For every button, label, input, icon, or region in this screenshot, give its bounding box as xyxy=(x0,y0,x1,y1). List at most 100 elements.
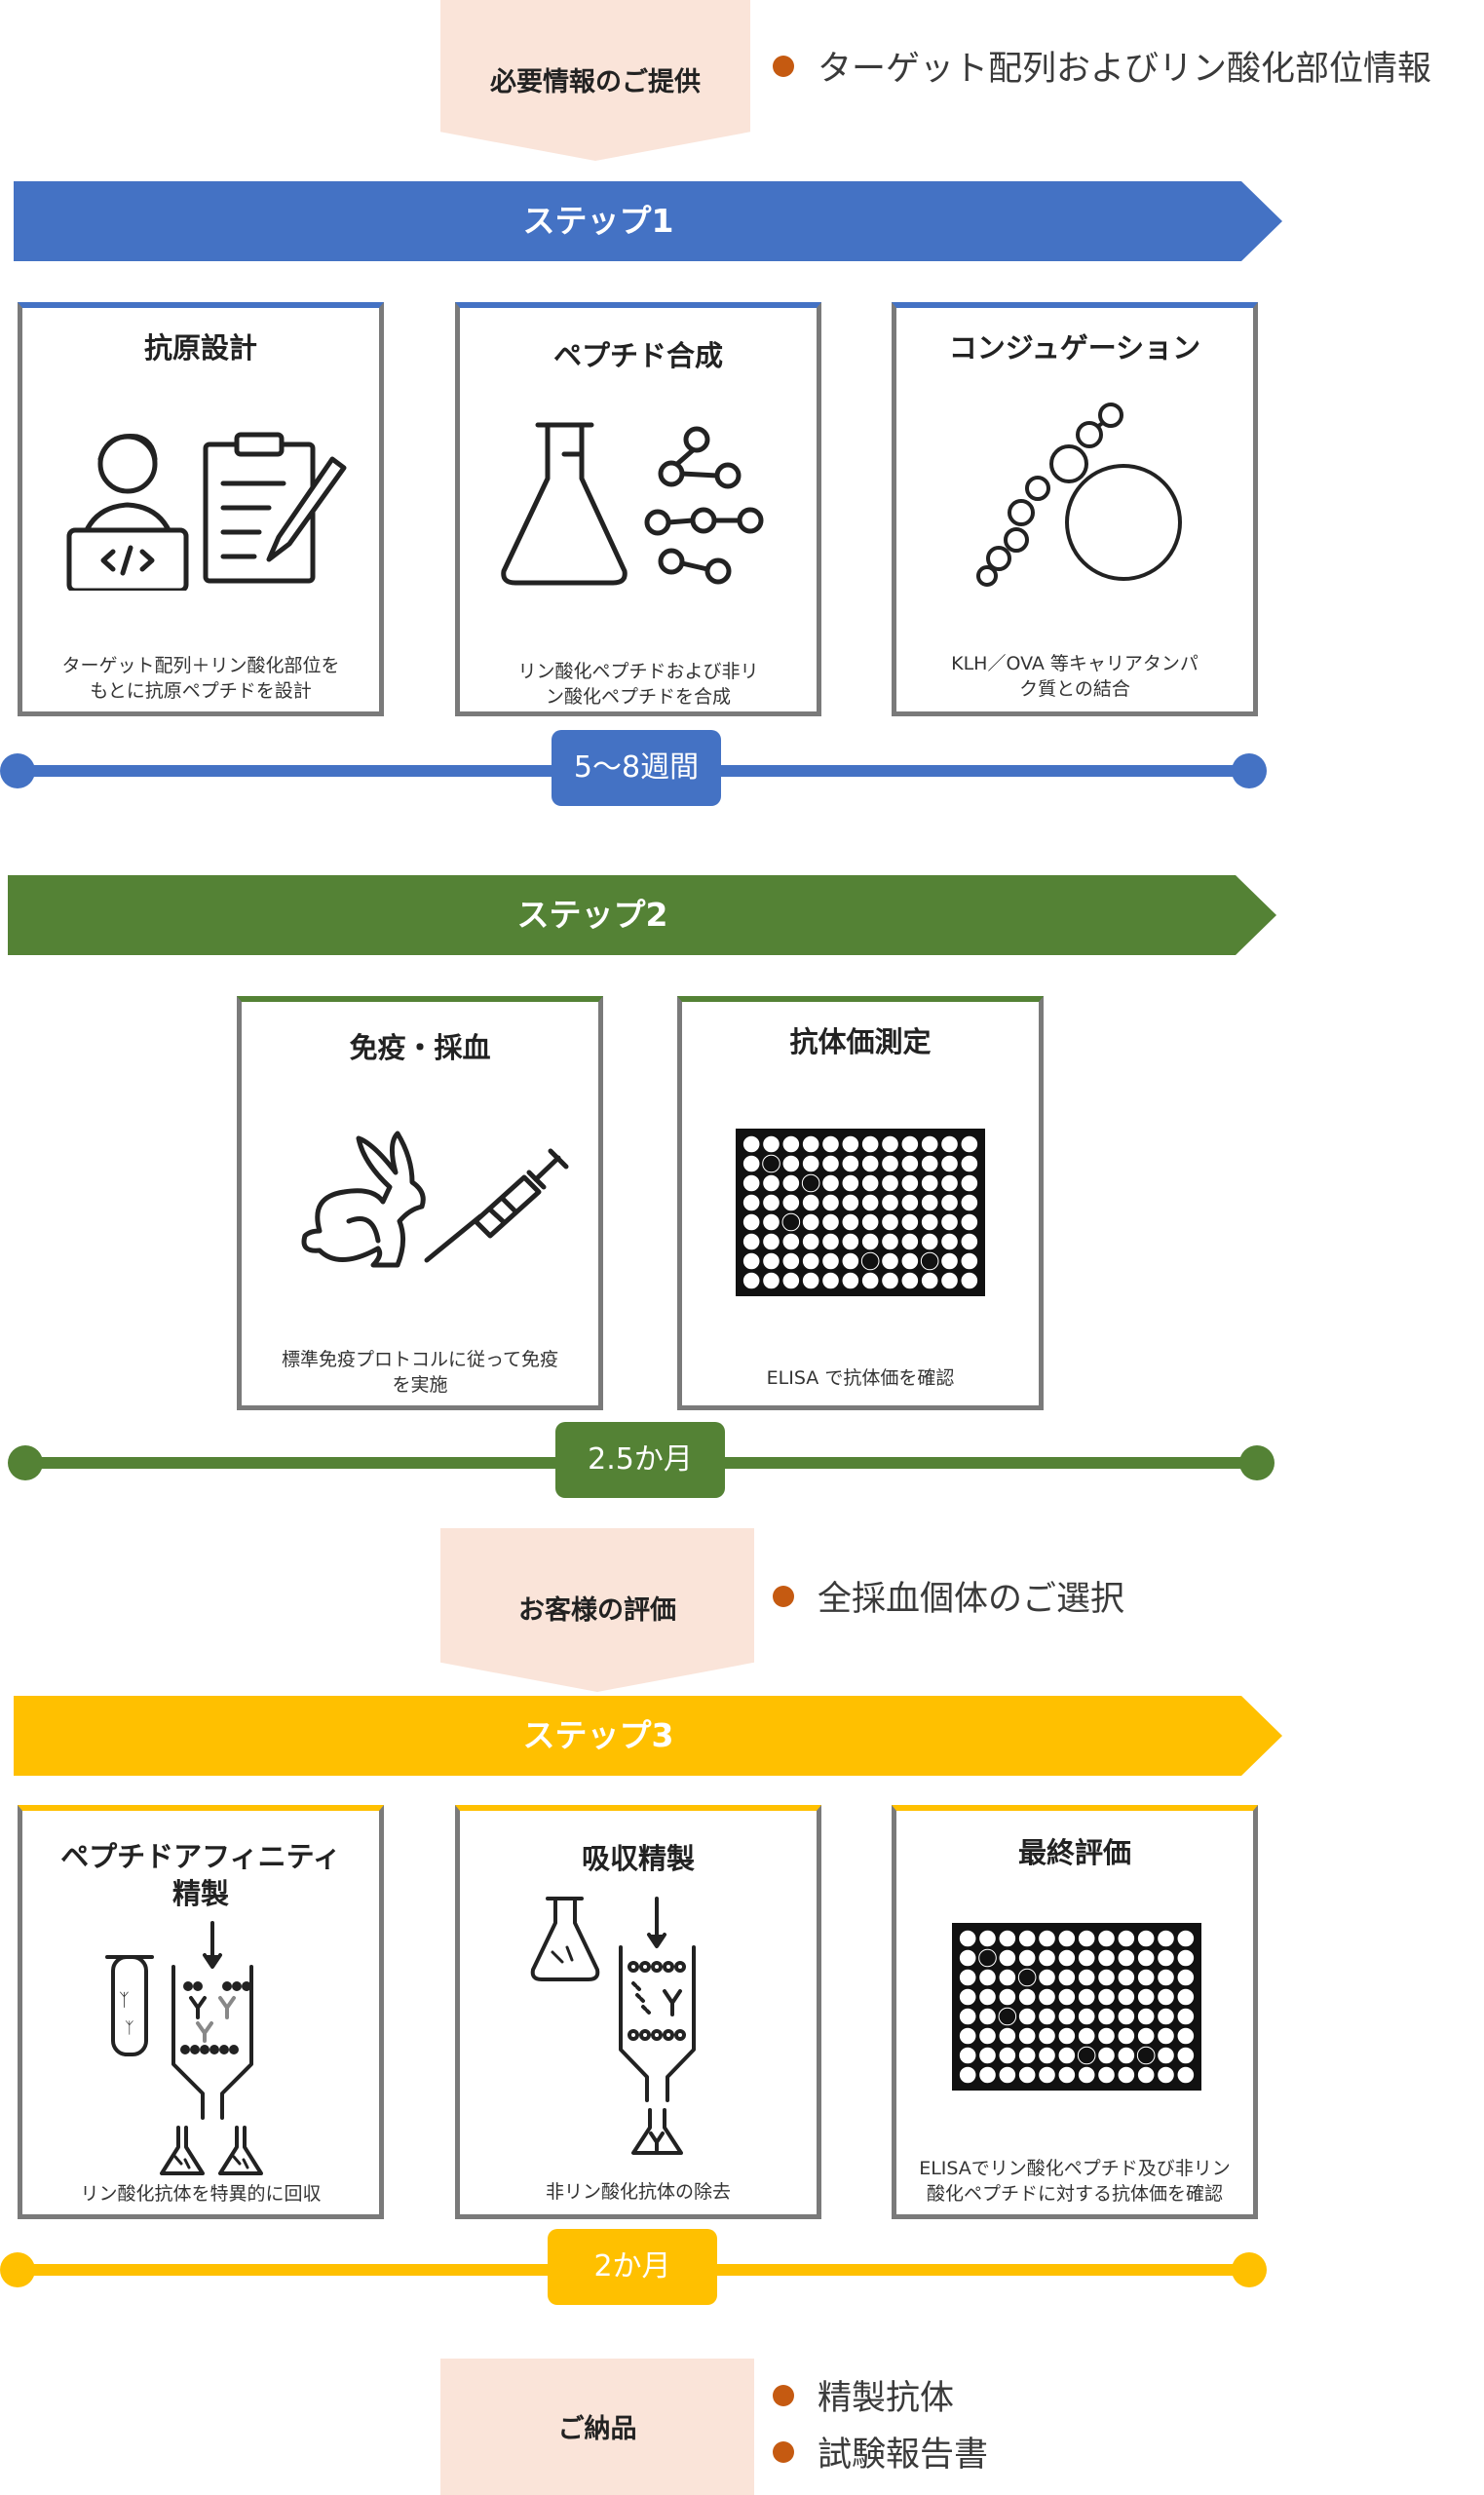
plate-well xyxy=(1057,1929,1077,1948)
step1-banner: ステップ1 xyxy=(14,181,1282,261)
card-immunization: 免疫・採血 標準免疫プロトコルに従って免疫 を実施 xyxy=(237,996,603,1410)
card-desc: ターゲット配列＋リン酸化部位を もとに抗原ペプチドを設計 xyxy=(32,653,369,704)
svg-text:ᛉ: ᛉ xyxy=(119,1990,130,2011)
delivery-note: 試験報告書 xyxy=(773,2427,988,2476)
plate-well xyxy=(1176,2007,1196,2026)
plate-well xyxy=(1117,2065,1136,2085)
card-antigen-design: 抗原設計 ターゲット配列＋リン酸化部位を もとに抗原ペプチドを設計 xyxy=(18,302,384,716)
card-final-evaluation: 最終評価 ELISAでリン酸化ペプチド及び非リン 酸化ペプチドに対する抗体価を確… xyxy=(892,1805,1258,2219)
plate-well xyxy=(881,1212,899,1232)
plate-well xyxy=(801,1251,820,1271)
elisa-plate-icon xyxy=(952,1923,1201,2091)
plate-well xyxy=(781,1193,801,1212)
card-title: ペプチド合成 xyxy=(552,339,723,372)
plate-well xyxy=(1077,1948,1096,1968)
plate-well xyxy=(1077,2065,1096,2085)
plate-well xyxy=(940,1173,959,1193)
plate-well xyxy=(841,1134,860,1154)
card-title: コンジュゲーション xyxy=(948,331,1201,365)
plate-well xyxy=(960,1251,979,1271)
plate-well xyxy=(1097,2026,1116,2046)
plate-well xyxy=(1136,1948,1156,1968)
plate-well xyxy=(978,1948,997,1968)
plate-well xyxy=(860,1271,880,1290)
plate-well xyxy=(841,1212,860,1232)
plate-well xyxy=(1038,2046,1056,2065)
plate-well xyxy=(1176,1987,1196,2007)
plate-well xyxy=(801,1173,820,1193)
card-desc: 標準免疫プロトコルに従って免疫 を実施 xyxy=(251,1347,589,1398)
plate-well xyxy=(841,1271,860,1290)
plate-well xyxy=(1077,2007,1096,2026)
plate-well xyxy=(1017,2065,1037,2085)
designer-icon xyxy=(66,432,347,591)
desc-line: 酸化ペプチドに対する抗体価を確認 xyxy=(926,2183,1223,2205)
plate-well xyxy=(881,1193,899,1212)
plate-well xyxy=(742,1232,761,1251)
plate-well xyxy=(1157,1929,1175,1948)
plate-well xyxy=(1117,1948,1136,1968)
plate-well xyxy=(1077,1968,1096,1987)
evaluation-note: 全採血個体のご選択 xyxy=(773,1571,1124,1621)
plate-well xyxy=(801,1212,820,1232)
plate-well xyxy=(1117,2046,1136,2065)
plate-well xyxy=(978,2065,997,2085)
plate-well xyxy=(801,1134,820,1154)
plate-well xyxy=(1157,2026,1175,2046)
plate-well xyxy=(1117,1987,1136,2007)
plate-well xyxy=(821,1251,840,1271)
provide-note-text: ターゲット配列およびリン酸化部位情報 xyxy=(818,50,1432,89)
plate-well xyxy=(978,1968,997,1987)
plate-well xyxy=(1038,1987,1056,2007)
plate-well xyxy=(841,1251,860,1271)
timeline-end-dot xyxy=(1232,753,1267,788)
elisa-plate-icon xyxy=(736,1129,985,1296)
delivery-box: ご納品 xyxy=(440,2359,754,2495)
plate-well xyxy=(998,1948,1017,1968)
plate-well xyxy=(881,1134,899,1154)
plate-well xyxy=(1136,1968,1156,1987)
plate-well xyxy=(1017,2046,1037,2065)
step3-banner: ステップ3 xyxy=(14,1696,1282,1776)
desc-line: ターゲット配列＋リン酸化部位を xyxy=(61,655,340,676)
plate-well xyxy=(821,1232,840,1251)
title-line: 最終評価 xyxy=(1017,1836,1131,1869)
plate-well xyxy=(781,1173,801,1193)
card-desc: 非リン酸化抗体の除去 xyxy=(470,2179,807,2205)
plate-well xyxy=(1176,2065,1196,2085)
card-title: 免疫・採血 xyxy=(349,1031,491,1064)
plate-well xyxy=(781,1212,801,1232)
plate-well xyxy=(1057,2026,1077,2046)
plate-well xyxy=(1097,2007,1116,2026)
plate-well xyxy=(801,1193,820,1212)
plate-well xyxy=(1038,1929,1056,1948)
card-title: 最終評価 xyxy=(896,1834,1253,1871)
plate-well xyxy=(781,1154,801,1173)
step3-timeline: 2か月 xyxy=(0,2229,1267,2305)
plate-well xyxy=(1017,1929,1037,1948)
plate-well xyxy=(958,1987,977,2007)
plate-well xyxy=(920,1193,939,1212)
plate-well xyxy=(1097,2065,1116,2085)
card-titer-measurement: 抗体価測定 ELISA で抗体価を確認 xyxy=(677,996,1044,1410)
affinity-column-icon: ᛉᛉ xyxy=(105,1921,263,2175)
plate-well xyxy=(1038,2026,1056,2046)
timeline-end-dot xyxy=(1239,1445,1275,1480)
plate-well xyxy=(881,1232,899,1251)
bullet-icon xyxy=(773,2440,794,2463)
plate-well xyxy=(742,1212,761,1232)
plate-well xyxy=(1157,2065,1175,2085)
plate-well xyxy=(1057,1987,1077,2007)
desc-line: ク質との結合 xyxy=(1019,678,1130,700)
plate-well xyxy=(1136,2065,1156,2085)
plate-well xyxy=(881,1154,899,1173)
plate-frame xyxy=(952,1923,1201,2091)
plate-well xyxy=(762,1212,780,1232)
plate-well xyxy=(998,2046,1017,2065)
plate-well xyxy=(821,1173,840,1193)
plate-well xyxy=(940,1212,959,1232)
plate-well xyxy=(742,1251,761,1271)
plate-well xyxy=(978,1929,997,1948)
plate-well xyxy=(860,1173,880,1193)
